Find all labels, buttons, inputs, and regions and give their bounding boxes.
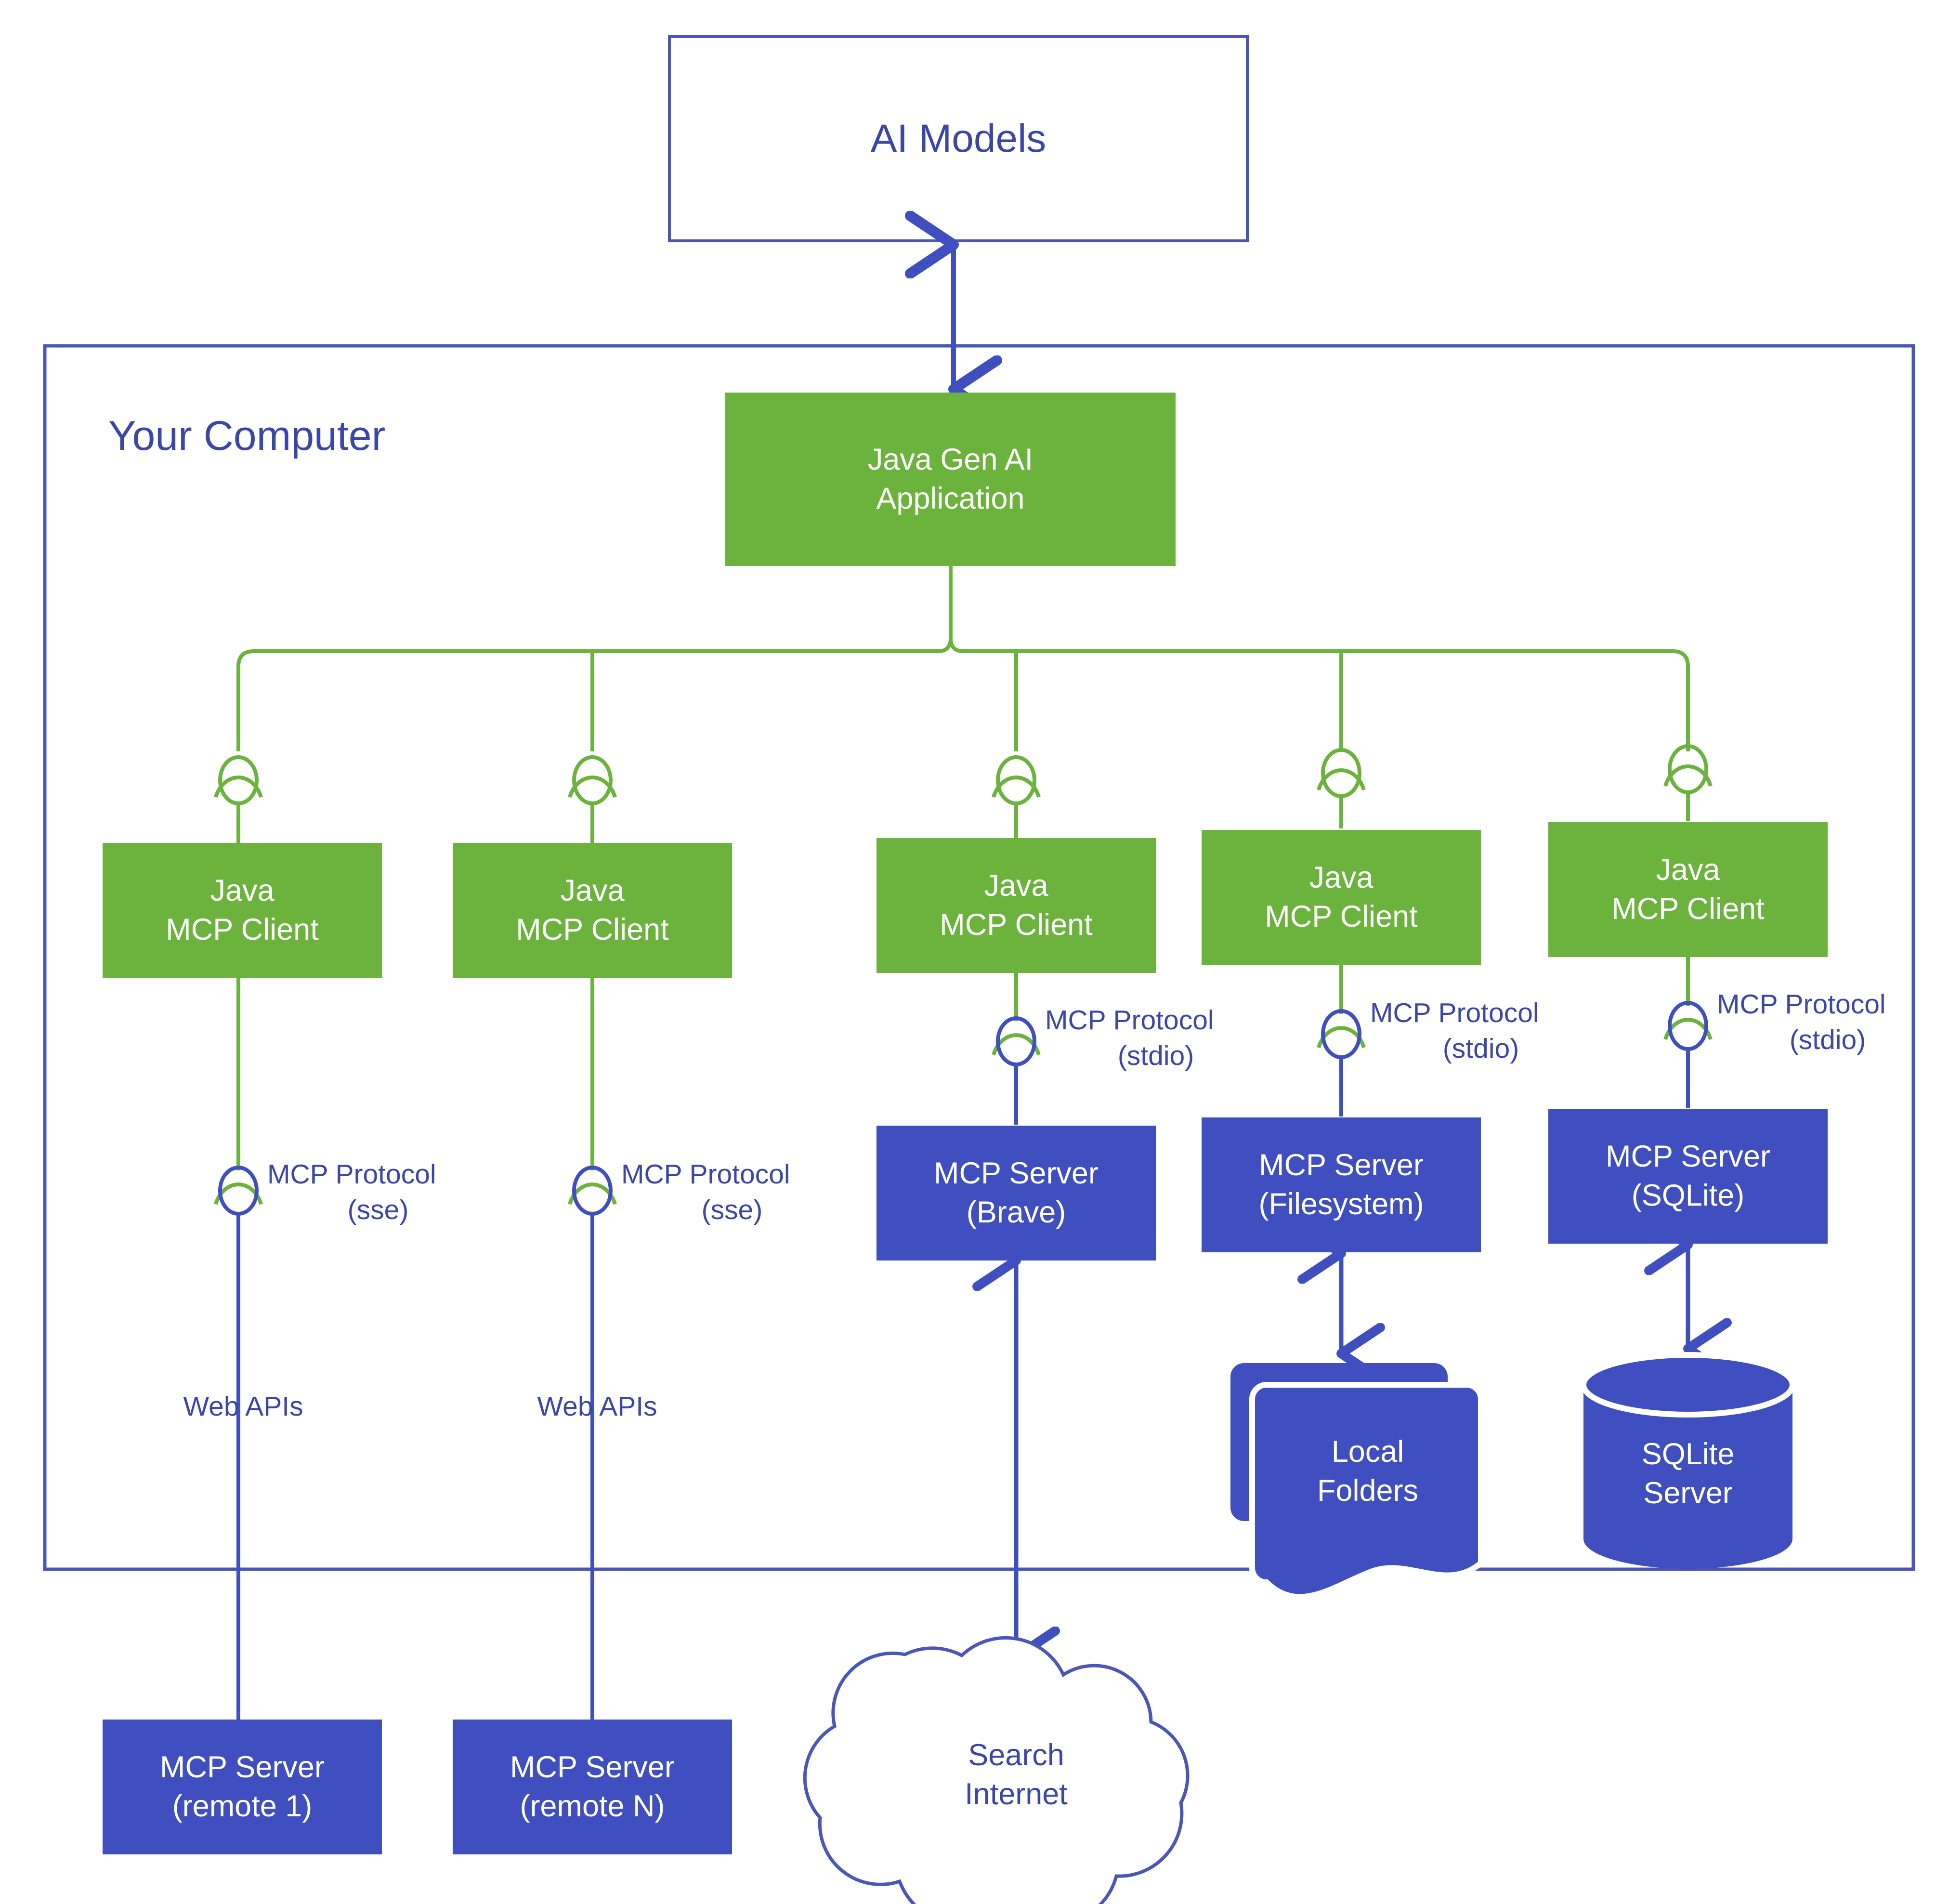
mcp-server-remote-n-box <box>453 1720 732 1854</box>
sqlite-database-shape <box>1581 1352 1795 1569</box>
java-mcp-client-box-2 <box>453 843 732 978</box>
java-mcp-client-box-5 <box>1548 822 1828 957</box>
sse-joint-2 <box>568 1166 617 1720</box>
socket-joint-green-group <box>214 744 1713 848</box>
socket-joint-3 <box>992 755 1041 840</box>
java-mcp-client-box-4 <box>1202 830 1481 965</box>
mcp-server-sqlite-box <box>1548 1109 1828 1244</box>
client-bus <box>236 566 1690 751</box>
ai-models-box <box>668 35 1249 242</box>
sse-joint-group <box>214 1166 617 1720</box>
java-mcp-client-box-3 <box>876 838 1156 973</box>
mcp-server-filesystem-box <box>1202 1117 1481 1252</box>
socket-joint-4 <box>1317 748 1366 828</box>
stdio-joint-1 <box>992 1016 1041 1125</box>
local-folders-shape <box>1230 1363 1484 1600</box>
socket-joint-1 <box>214 755 263 848</box>
mcp-server-remote-1-box <box>103 1720 382 1854</box>
socket-joint-5 <box>1663 744 1713 821</box>
socket-joint-2 <box>568 755 617 848</box>
stdio-joint-2 <box>1317 1009 1366 1116</box>
stdio-joint-3 <box>1663 1001 1713 1108</box>
java-mcp-client-box-1 <box>103 843 382 978</box>
sse-joint-1 <box>214 1166 263 1720</box>
mcp-server-brave-box <box>876 1126 1156 1261</box>
stdio-joint-group <box>992 1001 1713 1125</box>
java-gen-ai-application-box <box>725 393 1176 566</box>
client-stdio-stems <box>1014 957 1690 1021</box>
search-internet-cloud <box>803 1636 1190 1904</box>
client-sse-stems <box>236 978 594 1170</box>
